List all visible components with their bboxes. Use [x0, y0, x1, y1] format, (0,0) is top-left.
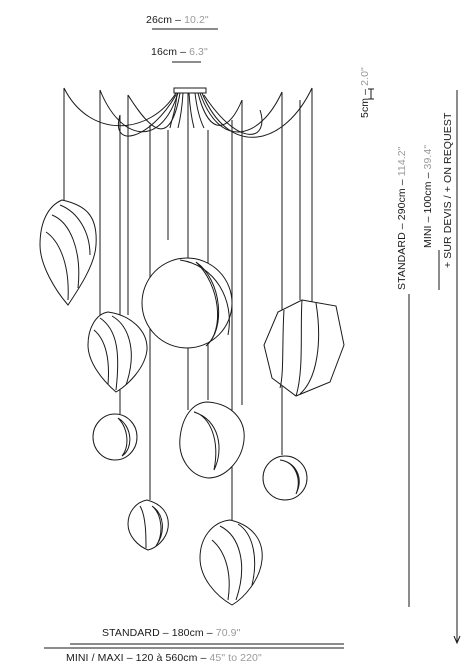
canopy-height-label: 5cm – 2.0": [359, 67, 371, 118]
pendant-large-top-left: [39, 199, 97, 306]
on-request-arrow-icon: [453, 635, 461, 645]
ceiling-canopy: [169, 87, 207, 132]
pendant-small-bottom-left: [127, 499, 169, 551]
pendant-cables: [63, 88, 313, 520]
canopy-outer-dimension-label: 26cm – 10.2": [146, 14, 209, 26]
pendant-bottom-center: [199, 519, 263, 606]
canopy-inner-dimension-label: 16cm – 6.3": [151, 46, 208, 58]
on-request-label: + SUR DEVIS / + ON REQUEST: [442, 112, 454, 268]
pendant-round-large: [141, 257, 233, 349]
draping-cables: [63, 87, 313, 138]
pendant-hex-right: [263, 299, 345, 397]
pendant-round-mid: [179, 401, 245, 479]
mini-maxi-width-label: MINI / MAXI – 120 à 560cm – 45" to 220": [66, 652, 262, 664]
standard-width-label: STANDARD – 180cm – 70.9": [102, 627, 241, 639]
standard-height-label: STANDARD – 290cm – 114.2": [396, 146, 408, 290]
mini-height-label: MINI – 100cm – 39.4": [422, 144, 434, 248]
pendant-round-small-left: [92, 413, 138, 461]
pendant-round-small-right: [262, 455, 308, 501]
pendant-small-left: [87, 311, 148, 393]
